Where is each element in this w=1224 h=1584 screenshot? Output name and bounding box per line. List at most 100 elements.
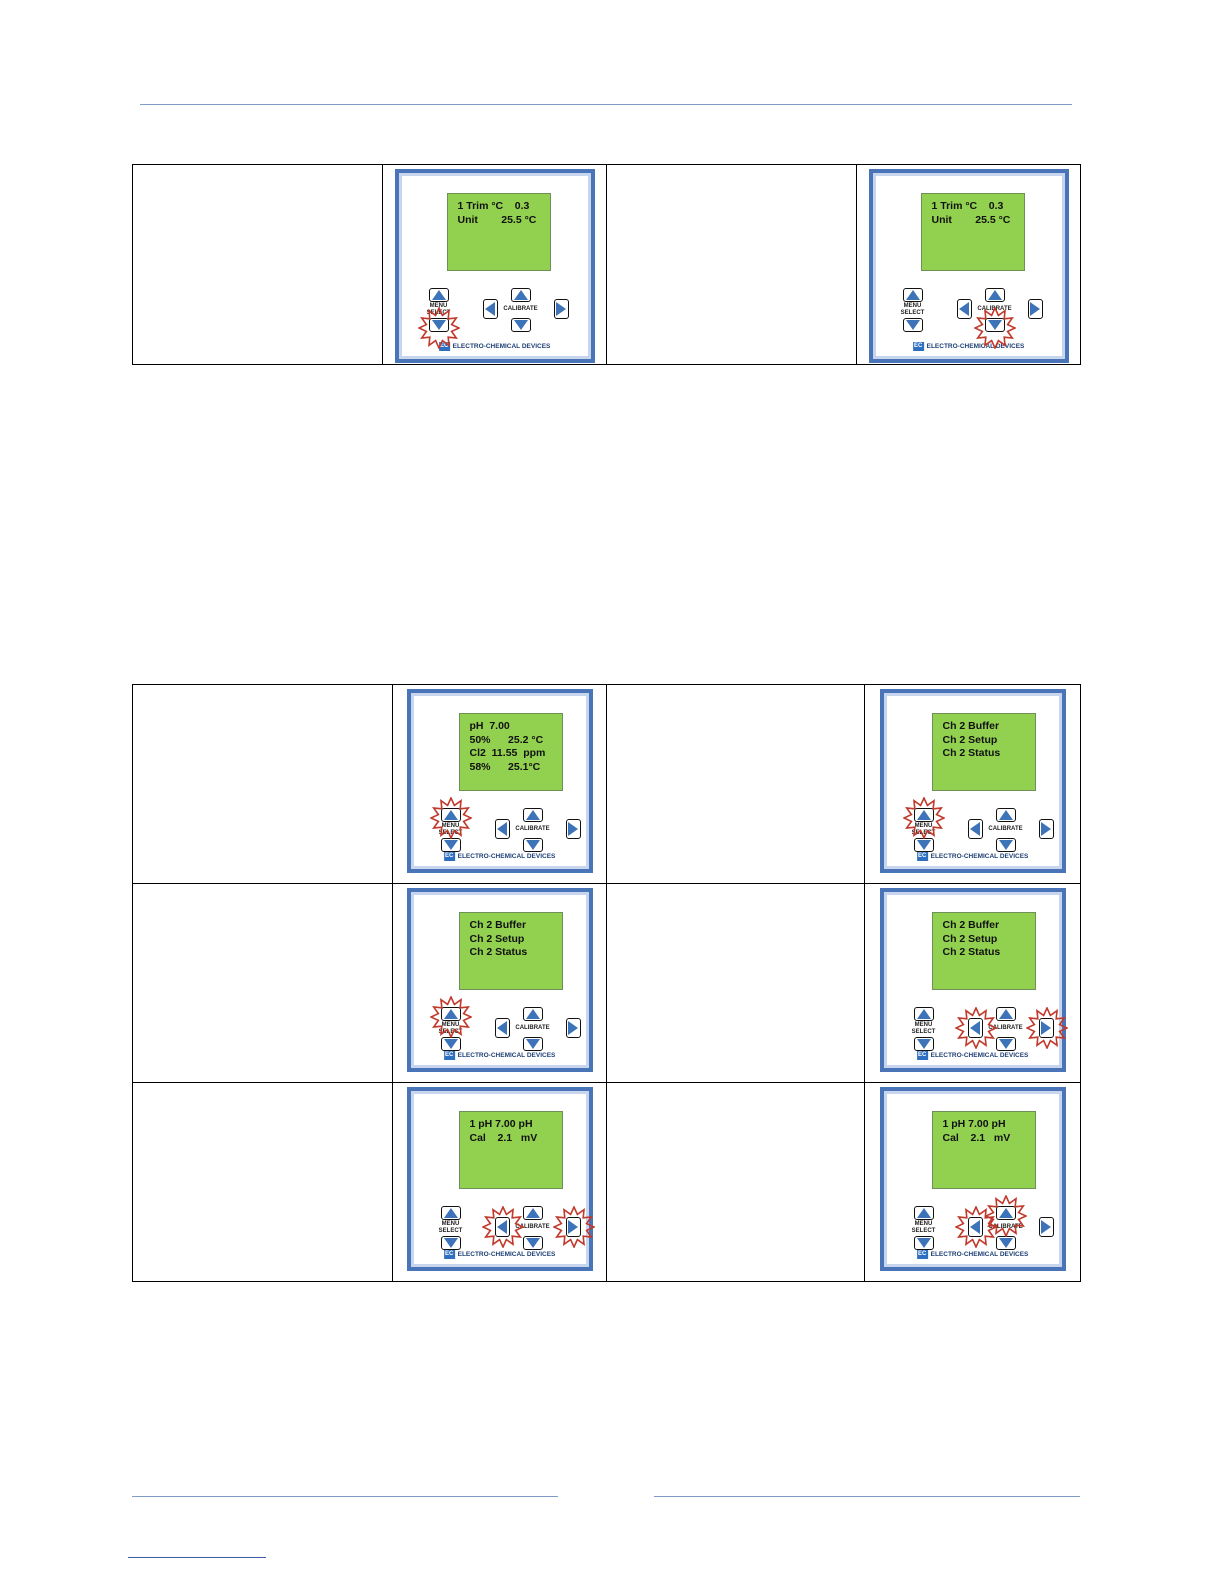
calibrate-up-button[interactable] xyxy=(523,1206,543,1220)
left-arrow-button[interactable] xyxy=(495,819,510,839)
calibrate-down-button[interactable] xyxy=(511,318,531,332)
menu-up-button[interactable] xyxy=(914,808,934,822)
menu-up-button[interactable] xyxy=(441,808,461,822)
left-arrow-button[interactable] xyxy=(495,1217,510,1237)
menu-down-button[interactable] xyxy=(441,838,461,852)
logo-text: ELECTRO-CHEMICAL DEVICES xyxy=(458,1251,556,1258)
calibrate-label: CALIBRATE xyxy=(975,306,1015,313)
lcd-line: 1 pH 7.00 pH xyxy=(470,1118,552,1132)
calibrate-down-button[interactable] xyxy=(996,838,1016,852)
menu-down-button[interactable] xyxy=(429,318,449,332)
arrow-up-icon xyxy=(526,1009,540,1019)
menu-up-button[interactable] xyxy=(441,1007,461,1021)
calibrate-down-button[interactable] xyxy=(523,838,543,852)
calibrate-down-button[interactable] xyxy=(985,318,1005,332)
right-arrow-button[interactable] xyxy=(1028,299,1043,319)
calibrate-down-button[interactable] xyxy=(523,1037,543,1051)
menu-down-button[interactable] xyxy=(914,1037,934,1051)
lcd-line: 50% 25.2 °C xyxy=(470,734,552,748)
calibrate-up-button[interactable] xyxy=(985,288,1005,302)
select-label: SELECT xyxy=(423,310,455,317)
menu-up-button[interactable] xyxy=(429,288,449,302)
select-label: SELECT xyxy=(435,830,467,837)
right-arrow-button[interactable] xyxy=(566,1018,581,1038)
calibrate-up-button[interactable] xyxy=(996,1206,1016,1220)
right-arrow-button[interactable] xyxy=(566,819,581,839)
right-arrow-button[interactable] xyxy=(1039,1217,1054,1237)
select-label: SELECT xyxy=(897,310,929,317)
footer-rule-right xyxy=(654,1496,1080,1497)
logo-text: ELECTRO-CHEMICAL DEVICES xyxy=(931,1251,1029,1258)
step-instruction-cell xyxy=(133,165,383,365)
lcd-line: Cal 2.1 mV xyxy=(943,1132,1025,1146)
lcd-line: Cl2 11.55 ppm xyxy=(470,747,552,761)
calibrate-up-button[interactable] xyxy=(996,808,1016,822)
menu-down-button[interactable] xyxy=(914,838,934,852)
menu-up-button[interactable] xyxy=(914,1206,934,1220)
select-label: SELECT xyxy=(908,1228,940,1235)
calibrate-up-button[interactable] xyxy=(523,808,543,822)
calibrate-label: CALIBRATE xyxy=(513,1224,553,1231)
left-arrow-button[interactable] xyxy=(968,1018,983,1038)
arrow-right-icon xyxy=(568,1021,578,1035)
arrow-down-icon xyxy=(526,1238,540,1248)
menu-up-button[interactable] xyxy=(903,288,923,302)
left-arrow-button[interactable] xyxy=(968,819,983,839)
calibrate-down-button[interactable] xyxy=(996,1236,1016,1250)
arrow-up-icon xyxy=(906,290,920,300)
arrow-left-icon xyxy=(497,1220,507,1234)
right-arrow-button[interactable] xyxy=(566,1217,581,1237)
calibrate-down-button[interactable] xyxy=(523,1236,543,1250)
lcd-line: Ch 2 Buffer xyxy=(943,720,1025,734)
menu-up-button[interactable] xyxy=(441,1206,461,1220)
select-label: SELECT xyxy=(908,830,940,837)
arrow-down-icon xyxy=(917,840,931,850)
left-arrow-button[interactable] xyxy=(483,299,498,319)
right-arrow-button[interactable] xyxy=(1039,819,1054,839)
arrow-down-icon xyxy=(526,840,540,850)
right-arrow-button[interactable] xyxy=(1039,1018,1054,1038)
arrow-down-icon xyxy=(444,1238,458,1248)
left-arrow-button[interactable] xyxy=(957,299,972,319)
calibrate-up-button[interactable] xyxy=(523,1007,543,1021)
calibrate-up-button[interactable] xyxy=(511,288,531,302)
arrow-up-icon xyxy=(432,290,446,300)
arrow-up-icon xyxy=(444,810,458,820)
arrow-right-icon xyxy=(568,822,578,836)
menu-down-button[interactable] xyxy=(914,1236,934,1250)
lcd-line: 1 pH 7.00 pH xyxy=(943,1118,1025,1132)
left-arrow-button[interactable] xyxy=(968,1217,983,1237)
menu-down-button[interactable] xyxy=(903,318,923,332)
step-instruction-cell xyxy=(607,1083,865,1282)
logo-mark-icon: EC xyxy=(444,852,455,861)
logo-mark-icon: EC xyxy=(917,1250,928,1259)
select-label: SELECT xyxy=(435,1029,467,1036)
menu-down-button[interactable] xyxy=(441,1037,461,1051)
arrow-left-icon xyxy=(970,822,980,836)
arrow-down-icon xyxy=(444,1039,458,1049)
calibrate-down-button[interactable] xyxy=(996,1037,1016,1051)
right-arrow-button[interactable] xyxy=(554,299,569,319)
menu-label: MENU xyxy=(908,823,940,830)
logo-text: ELECTRO-CHEMICAL DEVICES xyxy=(931,1052,1029,1059)
menu-up-button[interactable] xyxy=(914,1007,934,1021)
lcd-line: Ch 2 Setup xyxy=(470,933,552,947)
calibrate-up-button[interactable] xyxy=(996,1007,1016,1021)
menu-down-button[interactable] xyxy=(441,1236,461,1250)
left-arrow-button[interactable] xyxy=(495,1018,510,1038)
